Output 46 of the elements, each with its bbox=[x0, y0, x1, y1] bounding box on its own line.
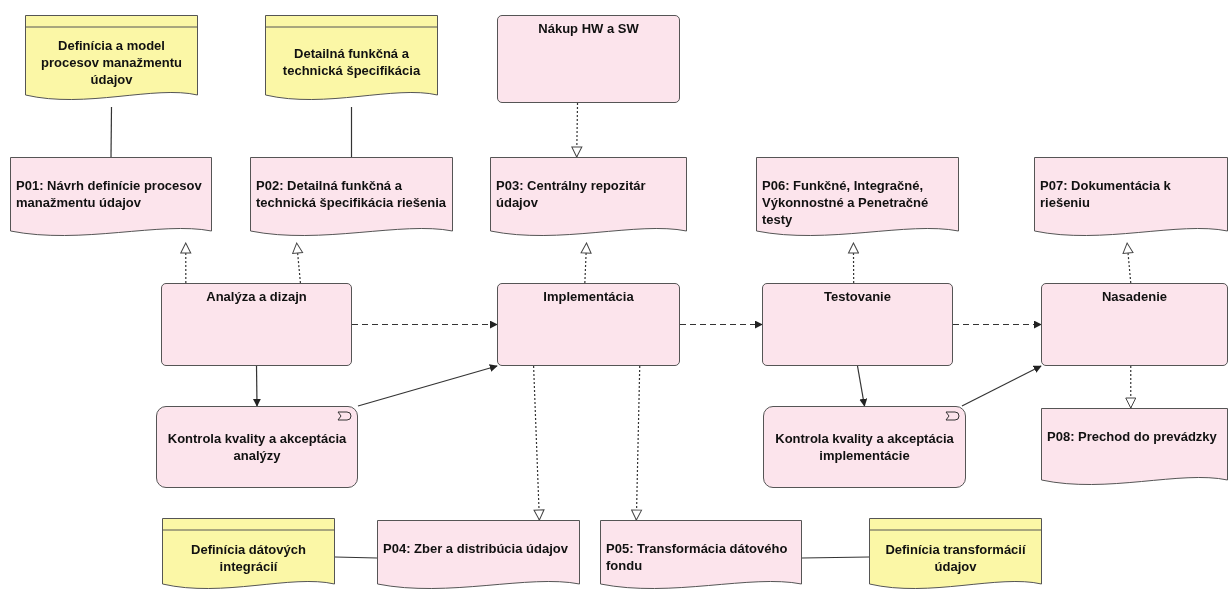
node-label: P06: Funkčné, Integračné, Výkonnostné a Penetračné testy bbox=[762, 177, 930, 228]
node-label: P04: Zber a distribúcia údajov bbox=[383, 540, 568, 557]
arrow bbox=[252, 365, 261, 407]
node-label: P07: Dokumentácia k riešeniu bbox=[1040, 177, 1172, 211]
arrow bbox=[351, 320, 498, 329]
event-box bbox=[156, 406, 358, 488]
arrow bbox=[856, 365, 868, 407]
node-label: P08: Prechod do prevádzky bbox=[1047, 428, 1217, 445]
connector-line bbox=[110, 106, 113, 158]
arrow bbox=[961, 365, 1042, 407]
node-label: Testovanie bbox=[824, 288, 891, 305]
process-box bbox=[497, 283, 680, 366]
arrow bbox=[180, 242, 192, 284]
arrow bbox=[1122, 242, 1134, 284]
arrow bbox=[1125, 365, 1137, 409]
node-label: Definícia transformácií údajov bbox=[884, 541, 1027, 575]
arrow bbox=[571, 102, 583, 158]
node-label: Kontrola kvality a akceptácia implementácie bbox=[774, 430, 955, 464]
node-label: Implementácia bbox=[543, 288, 634, 305]
node-label: P01: Návrh definície procesov manažmentu údajov bbox=[16, 177, 203, 211]
arrow bbox=[533, 365, 545, 521]
process-box bbox=[1041, 283, 1228, 366]
node-label: P03: Centrálny repozitár údajov bbox=[496, 177, 647, 211]
arrow bbox=[952, 320, 1042, 329]
connector-line bbox=[801, 556, 870, 559]
process-box bbox=[161, 283, 352, 366]
arrow bbox=[848, 242, 859, 284]
node-label: Detailná funkčná a technická špecifikácia bbox=[281, 45, 422, 79]
node-label: P05: Transformácia dátového fondu bbox=[606, 540, 789, 574]
node-label: Analýza a dizajn bbox=[206, 288, 307, 305]
arrow bbox=[580, 242, 592, 284]
node-label: Definícia dátových integrácií bbox=[190, 541, 307, 575]
process-box bbox=[762, 283, 953, 366]
process-box bbox=[497, 15, 680, 103]
arrow bbox=[357, 364, 498, 407]
node-label: Nasadenie bbox=[1101, 288, 1167, 305]
connector-line bbox=[334, 556, 378, 559]
arrow bbox=[631, 365, 643, 521]
connector-line bbox=[350, 106, 353, 158]
event-box bbox=[763, 406, 966, 488]
node-label: Definícia a model procesov manažmentu údajov bbox=[40, 36, 183, 88]
node-label: Nákup HW a SW bbox=[538, 20, 639, 37]
arrow bbox=[292, 242, 304, 284]
node-label: P02: Detailná funkčná a technická špecifikácia riešenia bbox=[256, 177, 447, 211]
node-label: Kontrola kvality a akceptácia analýzy bbox=[166, 430, 348, 464]
arrow bbox=[679, 320, 763, 329]
